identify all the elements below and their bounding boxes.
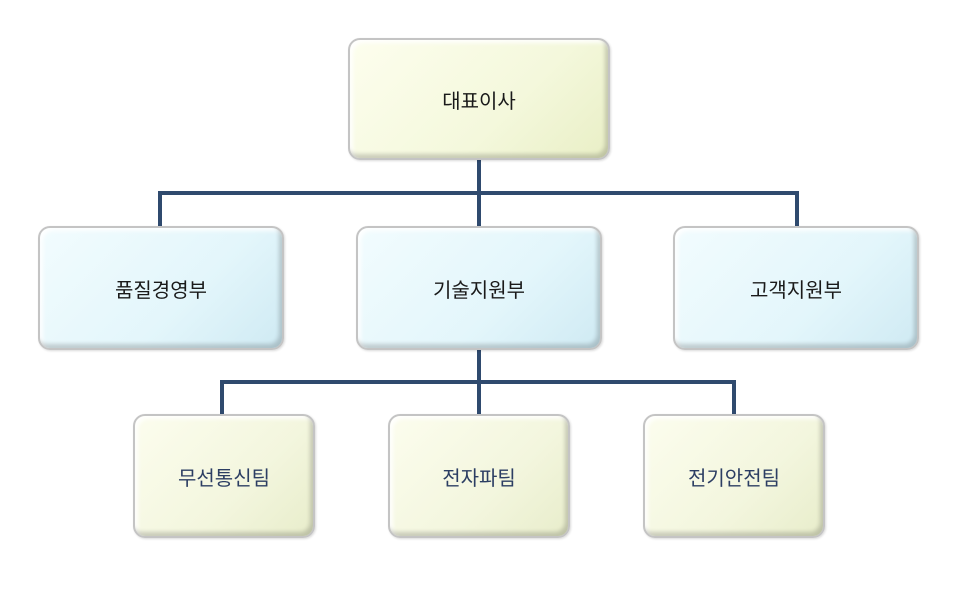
team-electromagnetic-box: 전자파팀 [388, 414, 570, 538]
dept-quality-management-label: 품질경영부 [115, 277, 207, 302]
team-electrical-safety-box: 전기안전팀 [643, 414, 825, 538]
dept-customer-support-label: 고객지원부 [750, 277, 842, 302]
ceo-label: 대표이사 [442, 88, 516, 113]
dept-technical-support-label: 기술지원부 [433, 277, 525, 302]
team-wireless-communication-box: 무선통신팀 [133, 414, 315, 538]
dept-customer-support-box: 고객지원부 [673, 226, 919, 350]
team-wireless-communication-label: 무선통신팀 [178, 465, 270, 490]
dept-technical-support-box: 기술지원부 [356, 226, 602, 350]
team-electromagnetic-label: 전자파팀 [442, 465, 516, 490]
dept-quality-management-box: 품질경영부 [38, 226, 284, 350]
ceo-box: 대표이사 [348, 38, 610, 160]
team-electrical-safety-label: 전기안전팀 [688, 465, 780, 490]
